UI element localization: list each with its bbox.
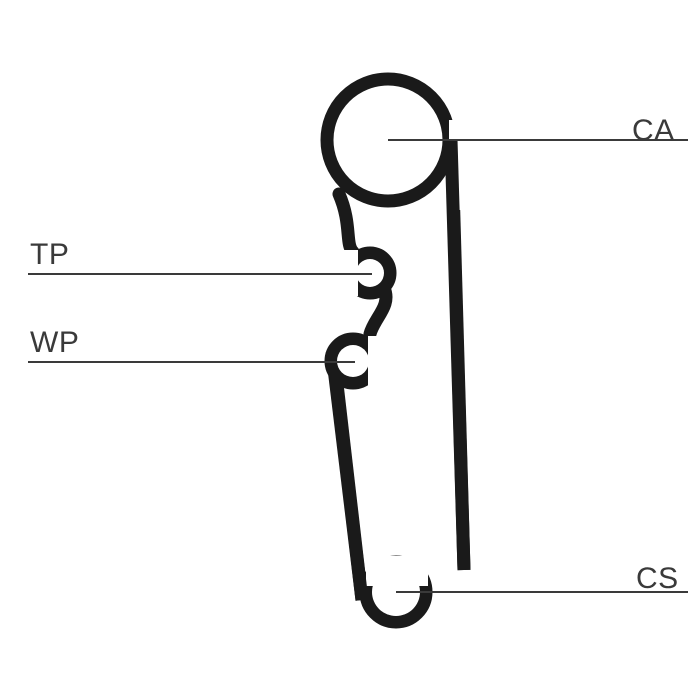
belt-run-left-top <box>325 351 369 601</box>
label-wp: WP <box>30 326 79 359</box>
label-tp: TP <box>30 238 69 271</box>
belt-s-curve-ca-to-tp <box>332 187 360 259</box>
belt-s-curve-tp-to-wp <box>363 281 393 341</box>
timing-belt-assembly <box>320 72 520 629</box>
diagram-labels: CA TP WP CS <box>30 114 679 595</box>
belt-mask-ca-right <box>449 120 520 210</box>
label-cs: CS <box>636 562 679 595</box>
belt-mask-wp-right <box>368 336 400 386</box>
label-ca: CA <box>632 114 675 147</box>
leader-lines-front <box>28 139 688 593</box>
belt-run-right-top <box>444 139 471 571</box>
